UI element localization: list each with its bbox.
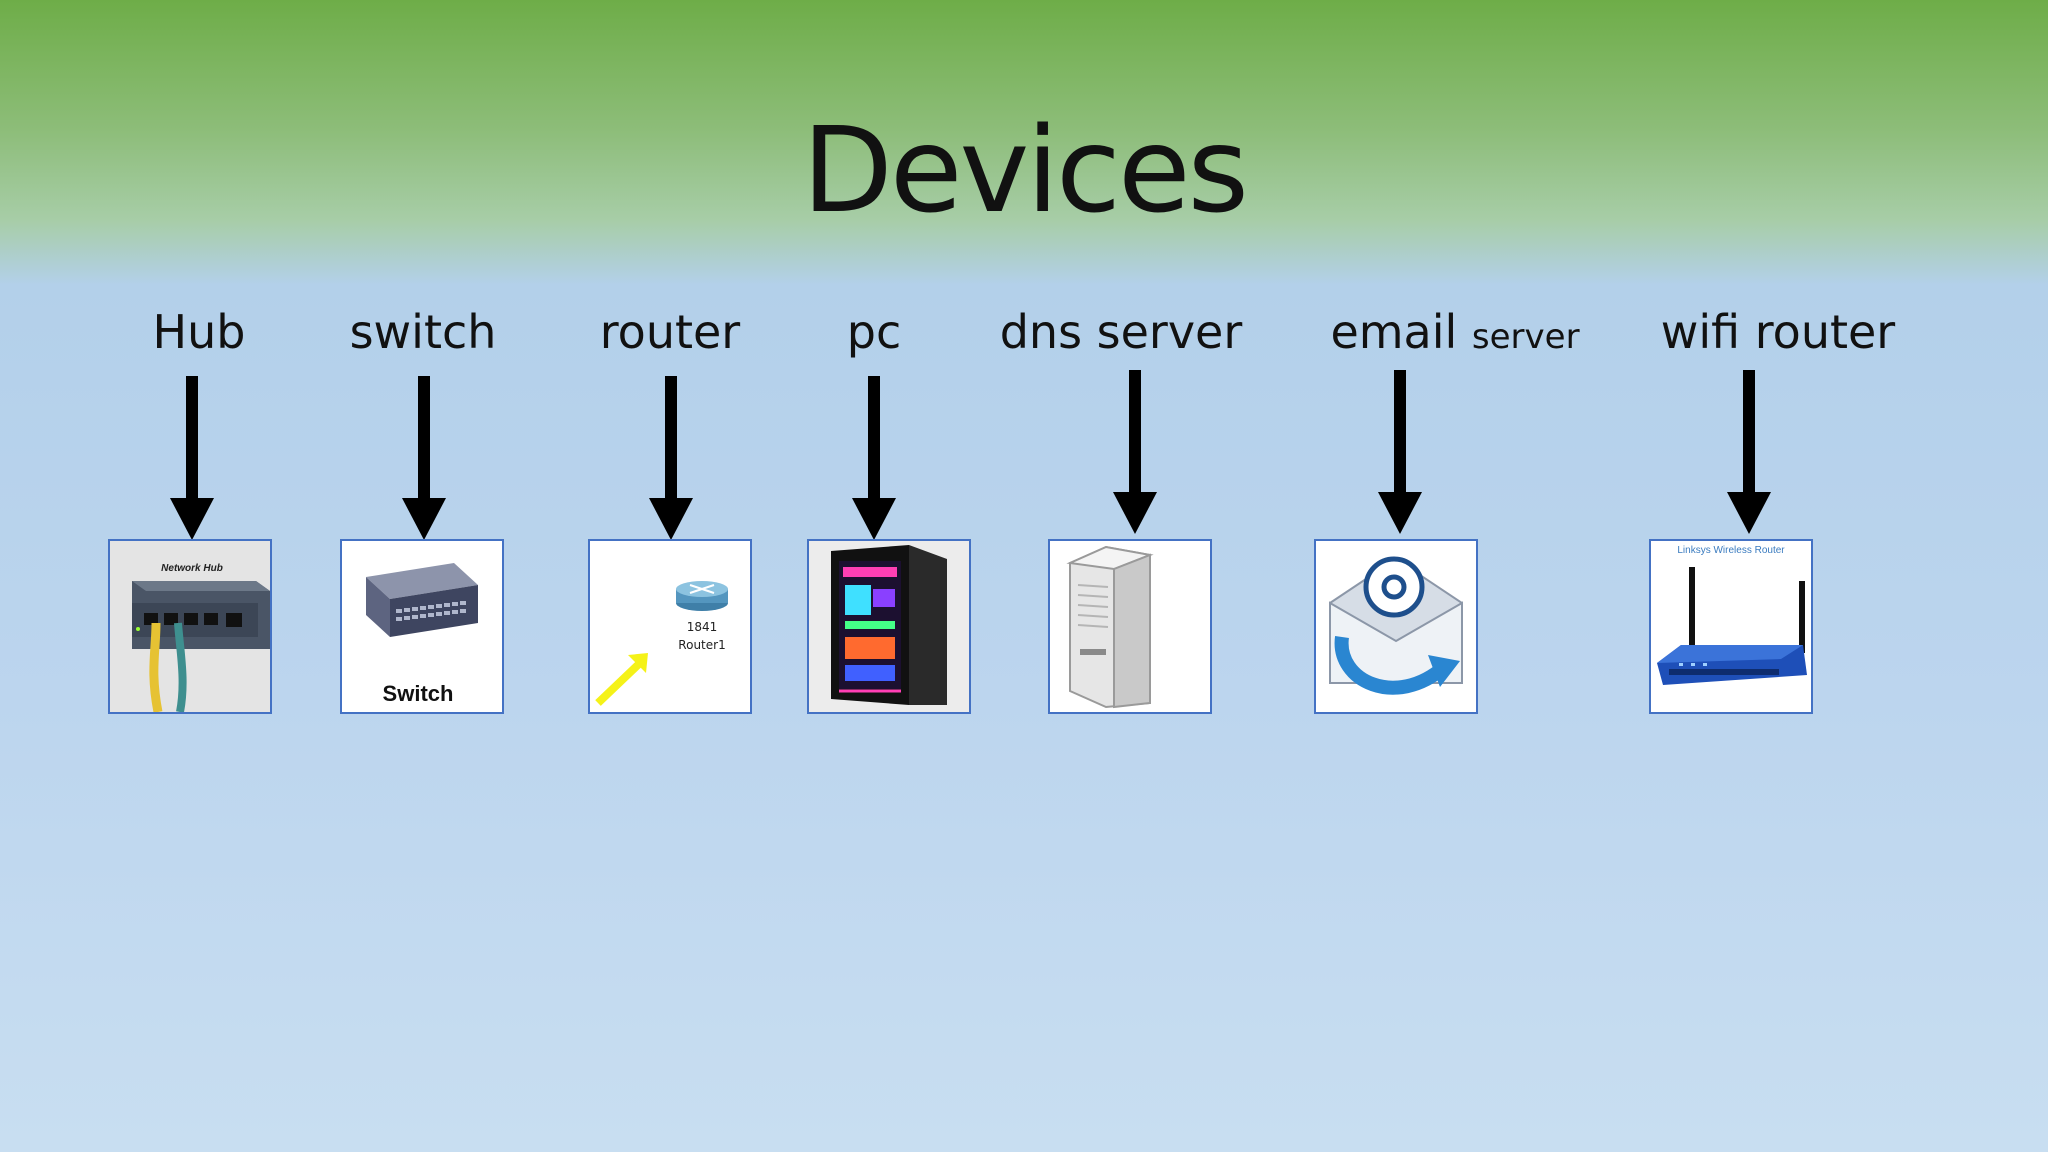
server-tower-icon xyxy=(1050,541,1210,712)
device-image-wifi-router: Linksys Wireless Router xyxy=(1649,539,1813,714)
arrow-dns-server xyxy=(1105,370,1165,534)
hub-caption: Network Hub xyxy=(161,563,223,574)
device-label-email-suffix: server xyxy=(1471,317,1580,357)
network-switch-icon: Switch xyxy=(342,541,502,712)
arrow-email-server xyxy=(1370,370,1430,534)
network-hub-icon: Network Hub xyxy=(110,541,270,712)
arrow-router xyxy=(641,376,701,540)
device-image-dns-server xyxy=(1048,539,1212,714)
device-label-switch: switch xyxy=(349,305,497,359)
slide-title: Devices xyxy=(801,101,1249,239)
device-label-pc: pc xyxy=(846,305,902,359)
router-model: 1841 xyxy=(687,620,718,634)
device-image-hub: Network Hub xyxy=(108,539,272,714)
arrow-wifi-router xyxy=(1719,370,1779,534)
desktop-pc-icon xyxy=(809,541,969,712)
switch-caption: Switch xyxy=(383,681,454,706)
arrow-switch xyxy=(394,376,454,540)
email-envelope-icon xyxy=(1316,541,1476,712)
arrow-hub xyxy=(162,376,222,540)
device-label-router: router xyxy=(599,305,741,359)
device-label-email-server: email server xyxy=(1330,302,1579,367)
wifi-router-caption: Linksys Wireless Router xyxy=(1677,545,1785,556)
router-name: Router1 xyxy=(678,638,725,652)
device-image-router: 1841 Router1 xyxy=(588,539,752,714)
device-image-email-server xyxy=(1314,539,1478,714)
router-icon: 1841 Router1 xyxy=(590,541,750,712)
device-image-switch: Switch xyxy=(340,539,504,714)
arrow-pc xyxy=(844,376,904,540)
wireless-router-icon: Linksys Wireless Router xyxy=(1651,541,1811,712)
device-label-wifi-router: wifi router xyxy=(1660,305,1896,359)
device-label-dns-server: dns server xyxy=(999,305,1243,359)
device-label-email: email xyxy=(1330,305,1458,359)
device-image-pc xyxy=(807,539,971,714)
device-label-hub: Hub xyxy=(152,305,246,359)
